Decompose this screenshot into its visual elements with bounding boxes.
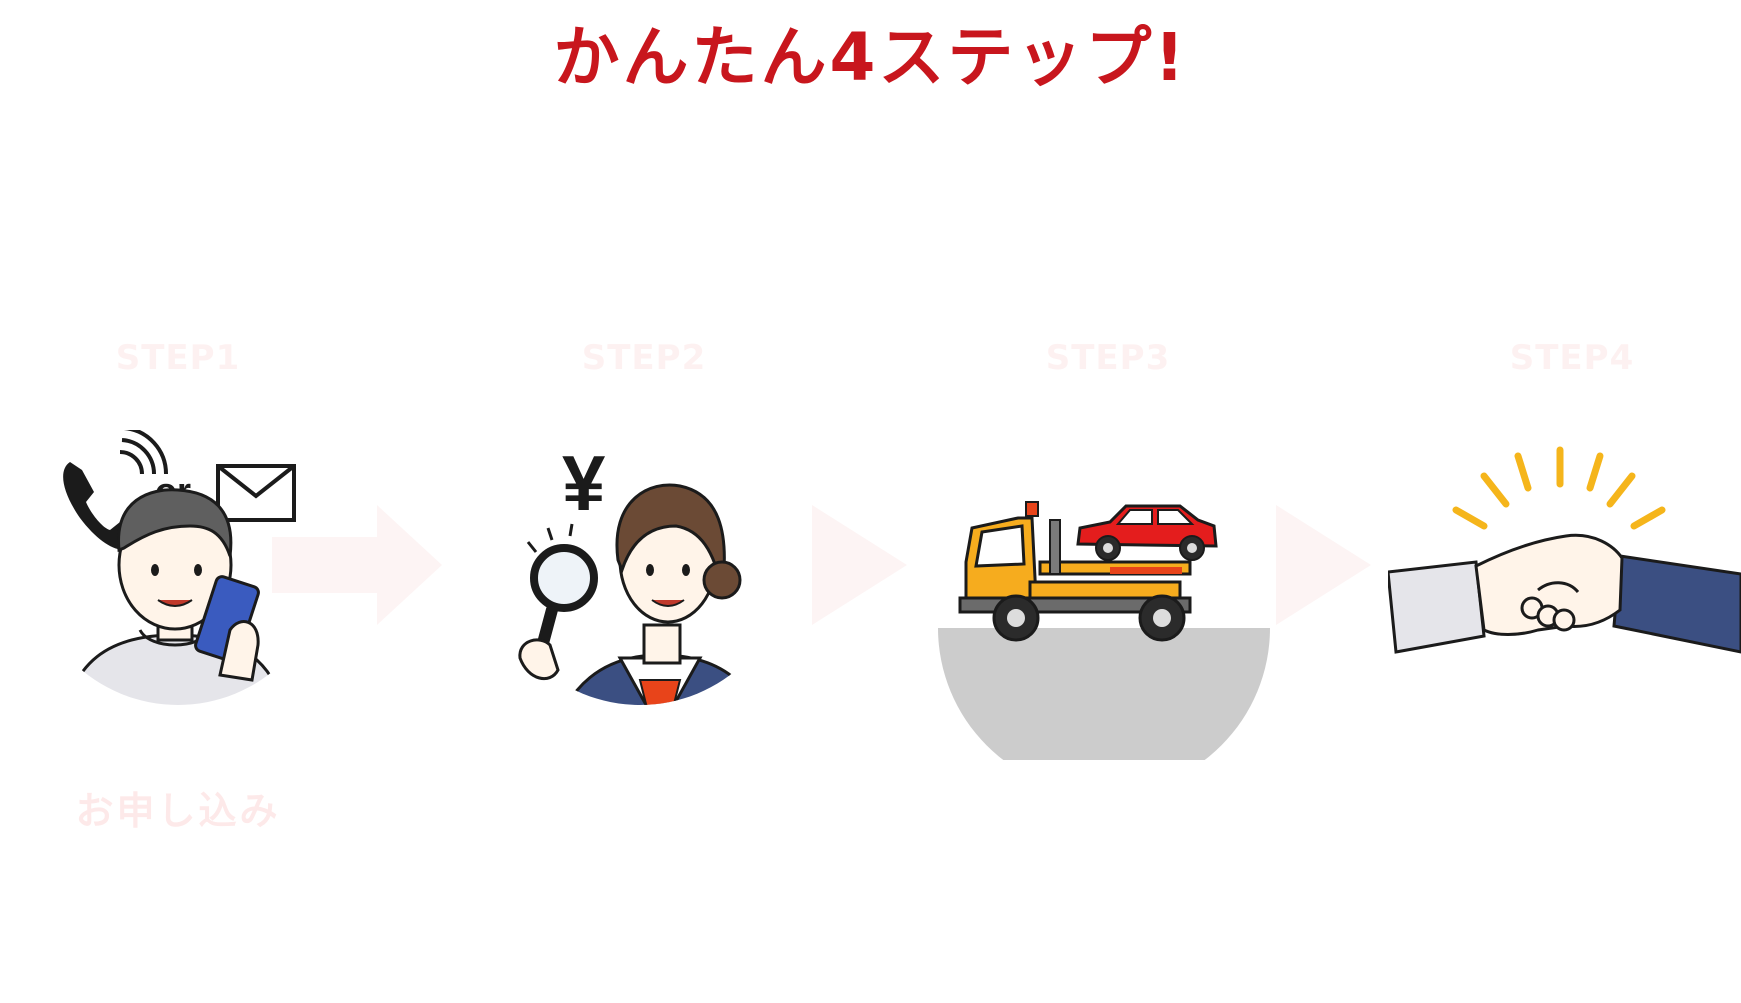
- step3-label: STEP3: [1045, 338, 1171, 378]
- red-car-icon: [1076, 504, 1218, 561]
- arrow-right-icon: [1276, 505, 1371, 625]
- step3-illustration: [938, 501, 1270, 760]
- staff-icon: [548, 483, 772, 705]
- step1-label: STEP1: [115, 338, 241, 378]
- page-title: かんたん4ステップ!: [553, 19, 1188, 96]
- magnifier-icon: [518, 523, 598, 681]
- tow-truck-icon: [958, 501, 1192, 642]
- mail-icon: [216, 464, 296, 522]
- step4-label: STEP4: [1509, 338, 1635, 378]
- handshake-icon: [1388, 533, 1741, 654]
- step4-illustration: [1388, 446, 1741, 654]
- step1-name: お申し込み: [75, 789, 281, 833]
- step2-label: STEP2: [581, 338, 707, 378]
- step1-illustration: or: [58, 430, 296, 705]
- phone-icon: [63, 430, 169, 550]
- sparkle-lines: [1452, 446, 1666, 530]
- ground-semicircle: [938, 628, 1270, 760]
- arrow-right-icon: [272, 505, 442, 625]
- arrow-right-icon: [812, 505, 907, 625]
- step2-illustration: ¥: [518, 439, 772, 705]
- yen-icon: ¥: [562, 439, 606, 527]
